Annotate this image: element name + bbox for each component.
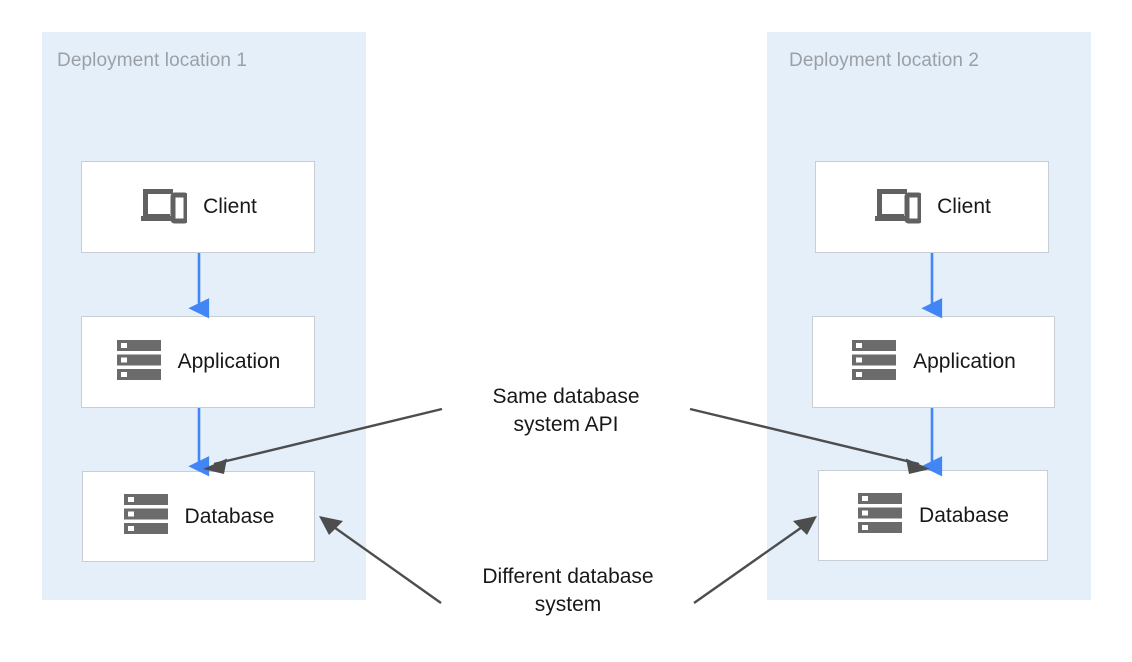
server-icon: [851, 339, 897, 386]
annotation-same-database-system-api: Same database system API: [492, 385, 640, 436]
node-client-1-label: Client: [203, 195, 257, 218]
node-application-2-label: Application: [913, 350, 1016, 373]
node-database-1-label: Database: [184, 504, 275, 528]
node-application-1[interactable]: Application: [81, 316, 315, 408]
devices-icon: [873, 185, 923, 230]
devices-icon: [139, 185, 189, 230]
node-client-2-label: Client: [937, 195, 991, 218]
database-icon: [857, 492, 903, 539]
zone-1-label: Deployment location 1: [57, 50, 248, 71]
annotation-different-database-system: Different database system: [482, 565, 654, 616]
node-database-2-label: Database: [919, 503, 1009, 527]
node-database-2[interactable]: Database: [818, 470, 1048, 561]
node-database-1[interactable]: Database: [82, 471, 315, 562]
server-icon: [116, 339, 162, 386]
database-icon: [123, 493, 169, 540]
node-client-1[interactable]: Client: [81, 161, 315, 253]
node-application-2[interactable]: Application: [812, 316, 1055, 408]
node-client-2[interactable]: Client: [815, 161, 1049, 253]
zone-2-label: Deployment location 2: [789, 50, 980, 71]
node-application-1-label: Application: [177, 350, 281, 373]
